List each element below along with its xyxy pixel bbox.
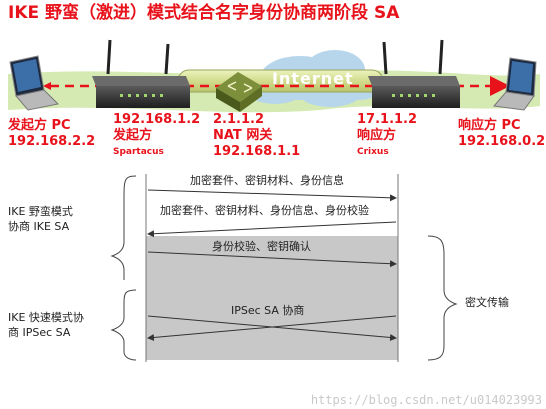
- nat-private-ip: 192.168.1.1: [213, 144, 301, 159]
- msg4-arrow-left: [147, 315, 397, 341]
- initiator-router-role: 发起方: [113, 128, 153, 143]
- msg4-label: IPSec SA 协商: [231, 304, 305, 317]
- phase2-label-line1: IKE 快速模式协: [8, 311, 84, 324]
- watermark: https://blog.csdn.net/u014023993: [310, 393, 542, 407]
- msg1-label: 加密套件、密钥材料、身份信息: [190, 174, 344, 187]
- responder-laptop-icon: [493, 57, 537, 111]
- initiator-pc-role: 发起方 PC: [8, 118, 71, 133]
- responder-router-ip: 17.1.1.2: [357, 112, 418, 127]
- phase1-label-line2: 协商 IKE SA: [8, 220, 70, 233]
- nat-role: NAT 网关: [213, 128, 273, 143]
- diagram-title: IKE 野蛮（激进）模式结合名字身份协商两阶段 SA: [8, 3, 400, 23]
- responder-router-role: 响应方: [357, 128, 397, 143]
- phase2-bracket: [110, 289, 137, 361]
- msg3-arrow: [147, 251, 397, 268]
- initiator-router-ip: 192.168.1.2: [113, 112, 201, 127]
- msg2-label: 加密套件、密钥材料、身份信息、身份校验: [160, 204, 369, 217]
- responder-pc-ip: 192.168.0.2: [458, 134, 546, 149]
- responder-router-name: Crixus: [357, 147, 389, 157]
- initiator-router-name: Spartacus: [113, 147, 164, 157]
- phase1-label-line1: IKE 野蛮模式: [8, 205, 73, 218]
- phase2-label-line2: 商 IPSec SA: [8, 326, 71, 339]
- initiator-pc-ip: 192.168.2.2: [8, 134, 96, 149]
- responder-pc-role: 响应方 PC: [458, 118, 521, 133]
- msg3-label: 身份校验、密钥确认: [212, 240, 311, 253]
- msg1-arrow: [147, 189, 397, 202]
- nat-public-ip: 2.1.1.2: [213, 112, 264, 127]
- encrypted-region: [146, 236, 398, 360]
- initiator-laptop-icon: [9, 55, 60, 111]
- msg2-arrow: [147, 221, 397, 238]
- nat-gateway-icon: [216, 72, 262, 112]
- internet-label: Internet: [272, 69, 354, 88]
- encrypted-bracket: [427, 235, 458, 361]
- initiator-router-icon: [92, 39, 190, 108]
- encrypted-transfer-label: 密文传输: [465, 296, 509, 309]
- phase1-bracket: [110, 175, 137, 271]
- responder-router-icon: [368, 39, 460, 108]
